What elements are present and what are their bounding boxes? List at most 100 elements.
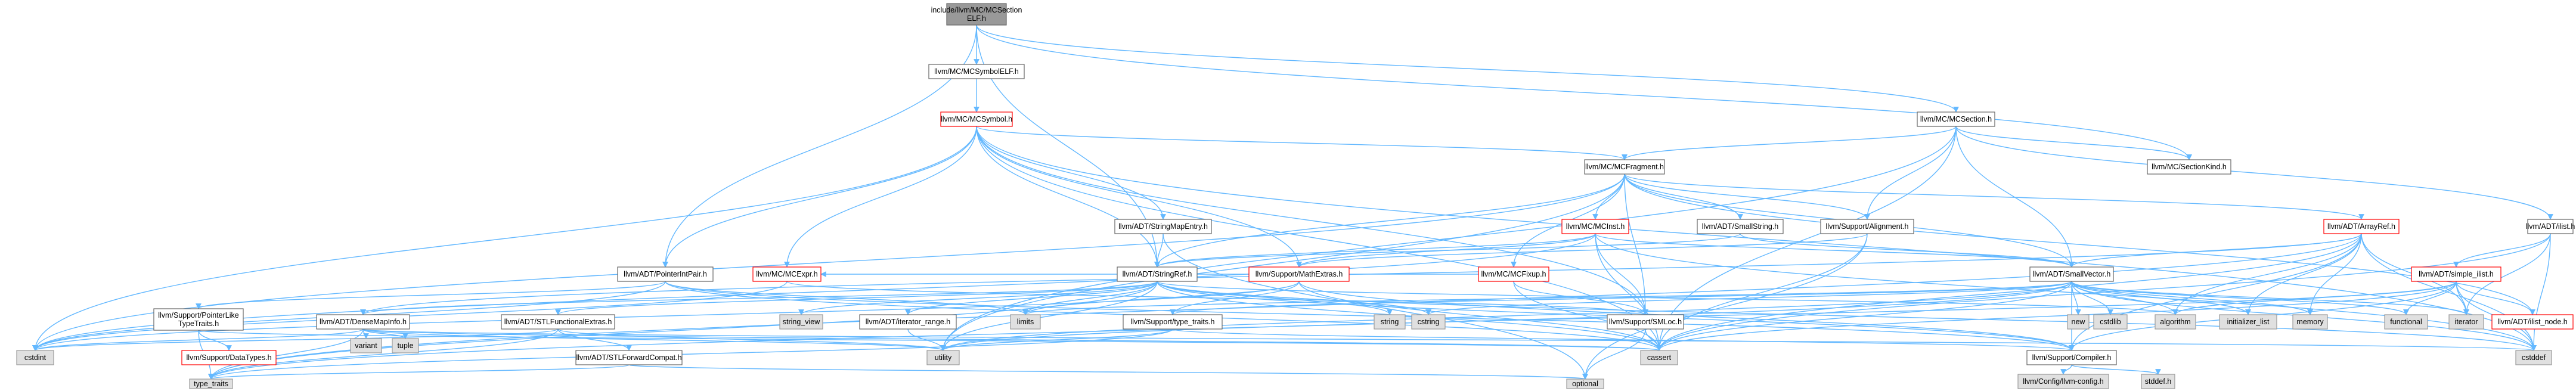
edge-mcfragment-to-arrayref (1624, 173, 2364, 220)
edge-densemapinfo-to-variant (362, 328, 369, 339)
node-label: llvm/ADT/PointerIntPair.h (624, 270, 707, 278)
node-box (1248, 266, 1350, 282)
edge-densemapinfo-to-utility (362, 328, 946, 351)
node-mathextras[interactable]: llvm/Support/MathExtras.h (1248, 266, 1350, 282)
edge-simple-ilist-to-functional (2403, 281, 2457, 315)
node-label: llvm/Support/DataTypes.h (186, 353, 271, 362)
edge-layer (32, 24, 2553, 380)
edge-smallvector-to-iterator (2071, 281, 2469, 315)
node-box (2093, 314, 2128, 330)
node-stlforwardcompat[interactable]: llvm/ADT/STLForwardCompat.h (575, 350, 683, 365)
edge-root-to-mcsection (976, 24, 1959, 113)
node-label: new (2072, 318, 2086, 326)
node-alignment[interactable]: llvm/Support/Alignment.h (1820, 219, 1914, 234)
edge-mcsymbol-to-mcexpr (784, 126, 977, 268)
edge-mcsymbol-to-mcfragment (976, 126, 1628, 160)
edge-smallvector-to-cassert (1656, 281, 2072, 351)
edge-mcsymbol-to-smloc (976, 126, 1648, 315)
node-ilist-node[interactable]: llvm/ADT/ilist_node.h (2491, 314, 2574, 330)
edge-stringref-to-cstring (1157, 281, 1431, 315)
node-iterator-range[interactable]: llvm/ADT/iterator_range.h (859, 314, 957, 330)
node-label: llvm/ADT/simple_ilist.h (2419, 270, 2494, 278)
edge-pointerliketypetraits-to-datatypes (198, 330, 232, 351)
node-label: llvm/Config/llvm-config.h (2023, 377, 2104, 386)
node-ilist[interactable]: llvm/ADT/ilist.h (2526, 219, 2575, 234)
node-label: limits (1017, 318, 1034, 326)
edge-mcfragment-to-stringref (1154, 173, 1625, 268)
node-smloc[interactable]: llvm/Support/SMLoc.h (1607, 314, 1684, 330)
edge-densemapinfo-to-cstddef (362, 328, 2536, 351)
node-limits: limits (1010, 314, 1041, 330)
node-mcsymbolelf[interactable]: llvm/MC/MCSymbolELF.h (928, 64, 1025, 79)
node-mcsymbol[interactable]: llvm/MC/MCSymbol.h (940, 111, 1013, 127)
node-mcfixup[interactable]: llvm/MC/MCFixup.h (1478, 266, 1549, 282)
node-label: llvm/Support/Compiler.h (2032, 353, 2112, 362)
node-stringmapentry[interactable]: llvm/ADT/StringMapEntry.h (1114, 219, 1212, 234)
node-optional: optional (1566, 378, 1604, 389)
node-box (1607, 314, 1684, 330)
edge-root-to-pointerintpair (662, 24, 977, 268)
edge-simple-ilist-to-cassert (1656, 281, 2457, 351)
edge-stringref-to-utility (940, 281, 1158, 351)
node-sectionkind[interactable]: llvm/MC/SectionKind.h (2147, 159, 2231, 175)
node-smallstring[interactable]: llvm/ADT/SmallString.h (1697, 219, 1784, 234)
edge-ilist-to-iterator (2463, 233, 2551, 315)
edge-type-traits-h-to-compiler (1172, 328, 2075, 351)
node-algorithm: algorithm (2155, 314, 2196, 330)
node-label: optional (1572, 380, 1598, 388)
node-mcexpr[interactable]: llvm/MC/MCExpr.h (752, 266, 822, 282)
node-datatypes[interactable]: llvm/Support/DataTypes.h (181, 350, 277, 365)
edge-mcfragment-to-mcinst (1592, 173, 1625, 220)
node-pointerintpair[interactable]: llvm/ADT/PointerIntPair.h (617, 266, 714, 282)
node-box (2527, 219, 2574, 234)
edge-mcsection-to-cassert (1656, 126, 1957, 351)
edge-smallvector-to-memory (2071, 281, 2313, 315)
edge-pointerintpair-to-pointerliketypetraits (196, 281, 666, 309)
node-box (946, 3, 1007, 26)
node-mcfragment[interactable]: llvm/MC/MCFragment.h (1584, 159, 1665, 175)
edge-stlfunctionalextras-to-cstdint (32, 328, 559, 351)
node-label: llvm/MC/SectionKind.h (2152, 163, 2227, 171)
edge-smallstring-to-stringref (1154, 233, 1741, 268)
node-label: llvm/ADT/ArrayRef.h (2327, 222, 2395, 231)
edge-simple-ilist-to-ilist-node (2456, 281, 2535, 315)
node-box (1374, 314, 1406, 330)
node-label: llvm/MC/MCInst.h (1566, 222, 1625, 231)
node-label: ELF.h (967, 14, 986, 23)
edge-mcsymbol-to-stringmapentry (976, 126, 1166, 220)
node-mcinst[interactable]: llvm/MC/MCInst.h (1561, 219, 1629, 234)
edge-stringref-to-densemapinfo (360, 281, 1158, 315)
node-arrayref[interactable]: llvm/ADT/ArrayRef.h (2323, 219, 2400, 234)
node-simple-ilist[interactable]: llvm/ADT/simple_ilist.h (2411, 266, 2501, 282)
node-box (1584, 159, 1665, 175)
node-label: llvm/ADT/ilist.h (2526, 222, 2575, 231)
node-new: new (2067, 314, 2090, 330)
node-utility: utility (926, 350, 960, 365)
edge-stringref-to-string (1157, 281, 1393, 315)
node-box (1123, 314, 1223, 330)
node-type-traits-h[interactable]: llvm/Support/type_traits.h (1123, 314, 1223, 330)
node-label: llvm/ADT/SmallVector.h (2033, 270, 2111, 278)
node-box (153, 308, 244, 331)
node-smallvector[interactable]: llvm/ADT/SmallVector.h (2029, 266, 2114, 282)
node-initializer-list: initializer_list (2219, 314, 2277, 330)
node-cstddef: cstddef (2515, 350, 2552, 365)
edge-pointerintpair-to-compiler (665, 281, 2075, 351)
node-memory: memory (2292, 314, 2328, 330)
edge-mathextras-to-cassert (1298, 281, 1662, 351)
node-stlfunctionalextras[interactable]: llvm/ADT/STLFunctionalExtras.h (501, 314, 615, 330)
node-compiler[interactable]: llvm/Support/Compiler.h (2026, 350, 2117, 365)
node-stringref[interactable]: llvm/ADT/StringRef.h (1117, 266, 1198, 282)
node-box (392, 338, 419, 353)
edge-mcfixup-to-smloc (1513, 281, 1648, 315)
node-densemapinfo[interactable]: llvm/ADT/DenseMapInfo.h (316, 314, 410, 330)
edge-smallvector-to-cstring (1425, 281, 2072, 315)
edge-densemapinfo-to-type-traits (208, 328, 364, 380)
edge-mcexpr-to-cstdint (32, 281, 788, 351)
edge-mcsection-to-smallvector (1955, 126, 2075, 268)
edge-type-traits-h-to-type-traits (208, 328, 1173, 380)
node-mcsection[interactable]: llvm/MC/MCSection.h (1917, 111, 1995, 127)
edge-smallvector-to-limits (1022, 281, 2072, 315)
